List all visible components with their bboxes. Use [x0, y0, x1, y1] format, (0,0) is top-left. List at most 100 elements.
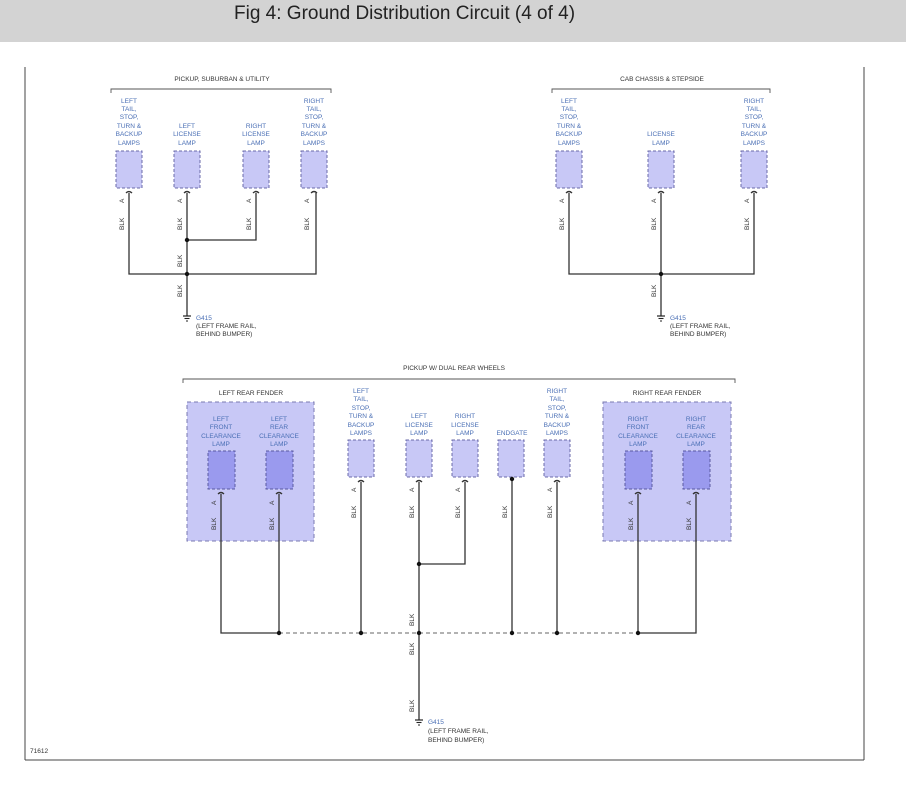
- cab-wires: [565, 190, 758, 316]
- c-right-tail-lamp: [740, 150, 768, 189]
- svg-text:A: A: [409, 487, 416, 492]
- svg-text:BLK: BLK: [409, 699, 416, 712]
- svg-text:A: A: [744, 198, 751, 203]
- svg-text:LEFT: LEFT: [121, 98, 137, 105]
- cab-ground-symbol: [657, 315, 665, 322]
- figure-title: Fig 4: Ground Distribution Circuit (4 of…: [234, 3, 576, 24]
- svg-text:A: A: [547, 487, 554, 492]
- svg-text:BLK: BLK: [628, 517, 635, 530]
- p-right-tail-lamp: [300, 150, 328, 189]
- svg-text:A: A: [351, 487, 358, 492]
- dual-ground-id: G415: [428, 719, 444, 726]
- svg-text:FRONT: FRONT: [210, 424, 232, 431]
- svg-text:STOP,: STOP,: [120, 114, 139, 121]
- p-splice-upper: [184, 237, 190, 243]
- svg-text:LAMPS: LAMPS: [303, 140, 326, 147]
- svg-text:BLK: BLK: [177, 217, 184, 230]
- d-splice-left-fender: [276, 630, 282, 636]
- svg-text:BLK: BLK: [119, 217, 126, 230]
- p-left-license-lamp: [173, 150, 201, 189]
- svg-text:TAIL,: TAIL,: [561, 106, 576, 113]
- d-splice-license: [416, 561, 422, 567]
- svg-text:TAIL,: TAIL,: [549, 396, 564, 403]
- d-left-front-clear-label: LEFT FRONT CLEARANCE LAMP: [201, 416, 241, 448]
- p-left-license-label: LEFT LICENSE LAMP: [173, 123, 201, 147]
- p-right-tail-label: RIGHT TAIL, STOP, TURN & BACKUP LAMPS: [301, 98, 328, 147]
- svg-text:BLK: BLK: [351, 505, 358, 518]
- d-left-license-lamp: [405, 439, 433, 478]
- cab-pin-labels: A A A: [559, 198, 751, 203]
- d-left-front-clearance-lamp: [207, 450, 236, 490]
- d-splice-endgate: [509, 630, 515, 636]
- p-left-tail-label: LEFT TAIL, STOP, TURN & BACKUP LAMPS: [116, 98, 143, 147]
- svg-text:CLEARANCE: CLEARANCE: [201, 433, 241, 440]
- d-right-rear-clearance-lamp: [682, 450, 711, 490]
- svg-text:BLK: BLK: [651, 284, 658, 297]
- svg-text:BLK: BLK: [559, 217, 566, 230]
- svg-text:LAMPS: LAMPS: [118, 140, 141, 147]
- svg-text:RIGHT: RIGHT: [455, 413, 475, 420]
- c-license-label: LICENSE LAMP: [647, 131, 675, 147]
- svg-text:LAMPS: LAMPS: [350, 430, 373, 437]
- dual-ground-location-1: (LEFT FRAME RAIL,: [428, 728, 489, 735]
- svg-text:BLK: BLK: [211, 517, 218, 530]
- svg-text:STOP,: STOP,: [745, 114, 764, 121]
- svg-text:TAIL,: TAIL,: [746, 106, 761, 113]
- dual-pin-labels: A A A A A A A A: [211, 487, 693, 505]
- pickup-ground-location-2: BEHIND BUMPER): [196, 331, 252, 338]
- d-endgate-switch: [497, 439, 525, 478]
- c-right-tail-label: RIGHT TAIL, STOP, TURN & BACKUP LAMPS: [741, 98, 768, 147]
- svg-text:LAMPS: LAMPS: [558, 140, 581, 147]
- d-splice-left-tail: [358, 630, 364, 636]
- pickup-pin-labels: A A A A: [119, 198, 311, 203]
- svg-text:LAMP: LAMP: [270, 441, 288, 448]
- p-right-license-label: RIGHT LICENSE LAMP: [242, 123, 270, 147]
- svg-text:BLK: BLK: [304, 217, 311, 230]
- svg-text:CLEARANCE: CLEARANCE: [676, 433, 716, 440]
- figure-id: 71612: [30, 748, 48, 755]
- d-left-tail-lamp: [347, 439, 375, 478]
- svg-text:LEFT: LEFT: [179, 123, 195, 130]
- svg-text:RIGHT: RIGHT: [304, 98, 324, 105]
- svg-text:BLK: BLK: [547, 505, 554, 518]
- svg-text:A: A: [455, 487, 462, 492]
- d-endgate-label: ENDGATE: [497, 430, 529, 437]
- svg-text:BLK: BLK: [177, 284, 184, 297]
- d-left-license-label: LEFT LICENSE LAMP: [405, 413, 433, 437]
- pickup-ground-id: G415: [196, 315, 212, 322]
- svg-text:LAMP: LAMP: [247, 140, 265, 147]
- svg-text:RIGHT: RIGHT: [547, 388, 567, 395]
- figure-header: Fig 4: Ground Distribution Circuit (4 of…: [0, 0, 906, 42]
- svg-text:LEFT: LEFT: [411, 413, 427, 420]
- cab-ground-location-2: BEHIND BUMPER): [670, 331, 726, 338]
- pickup-ground-symbol: [183, 315, 191, 322]
- right-fender-label: RIGHT REAR FENDER: [633, 390, 702, 397]
- svg-text:A: A: [686, 500, 693, 505]
- pickup-section-brace: [110, 88, 332, 93]
- svg-text:RIGHT: RIGHT: [246, 123, 266, 130]
- svg-text:LEFT: LEFT: [561, 98, 577, 105]
- svg-text:RIGHT: RIGHT: [744, 98, 764, 105]
- svg-text:A: A: [628, 500, 635, 505]
- svg-text:LAMPS: LAMPS: [743, 140, 766, 147]
- svg-text:BACKUP: BACKUP: [741, 131, 768, 138]
- svg-text:RIGHT: RIGHT: [686, 416, 706, 423]
- svg-text:TAIL,: TAIL,: [121, 106, 136, 113]
- svg-text:LAMP: LAMP: [652, 140, 670, 147]
- svg-text:BACKUP: BACKUP: [556, 131, 583, 138]
- p-splice-lower: [184, 271, 190, 277]
- c-left-tail-lamp: [555, 150, 583, 189]
- right-rear-fender-box: [602, 401, 732, 542]
- svg-text:TAIL,: TAIL,: [306, 106, 321, 113]
- svg-text:BLK: BLK: [409, 642, 416, 655]
- left-rear-fender-box: [186, 401, 315, 542]
- svg-text:BLK: BLK: [686, 517, 693, 530]
- svg-text:A: A: [211, 500, 218, 505]
- cab-ground-location-1: (LEFT FRAME RAIL,: [670, 323, 731, 330]
- c-splice: [658, 271, 664, 277]
- svg-text:LAMP: LAMP: [212, 441, 230, 448]
- svg-text:A: A: [651, 198, 658, 203]
- svg-text:REAR: REAR: [270, 424, 288, 431]
- svg-text:STOP,: STOP,: [305, 114, 324, 121]
